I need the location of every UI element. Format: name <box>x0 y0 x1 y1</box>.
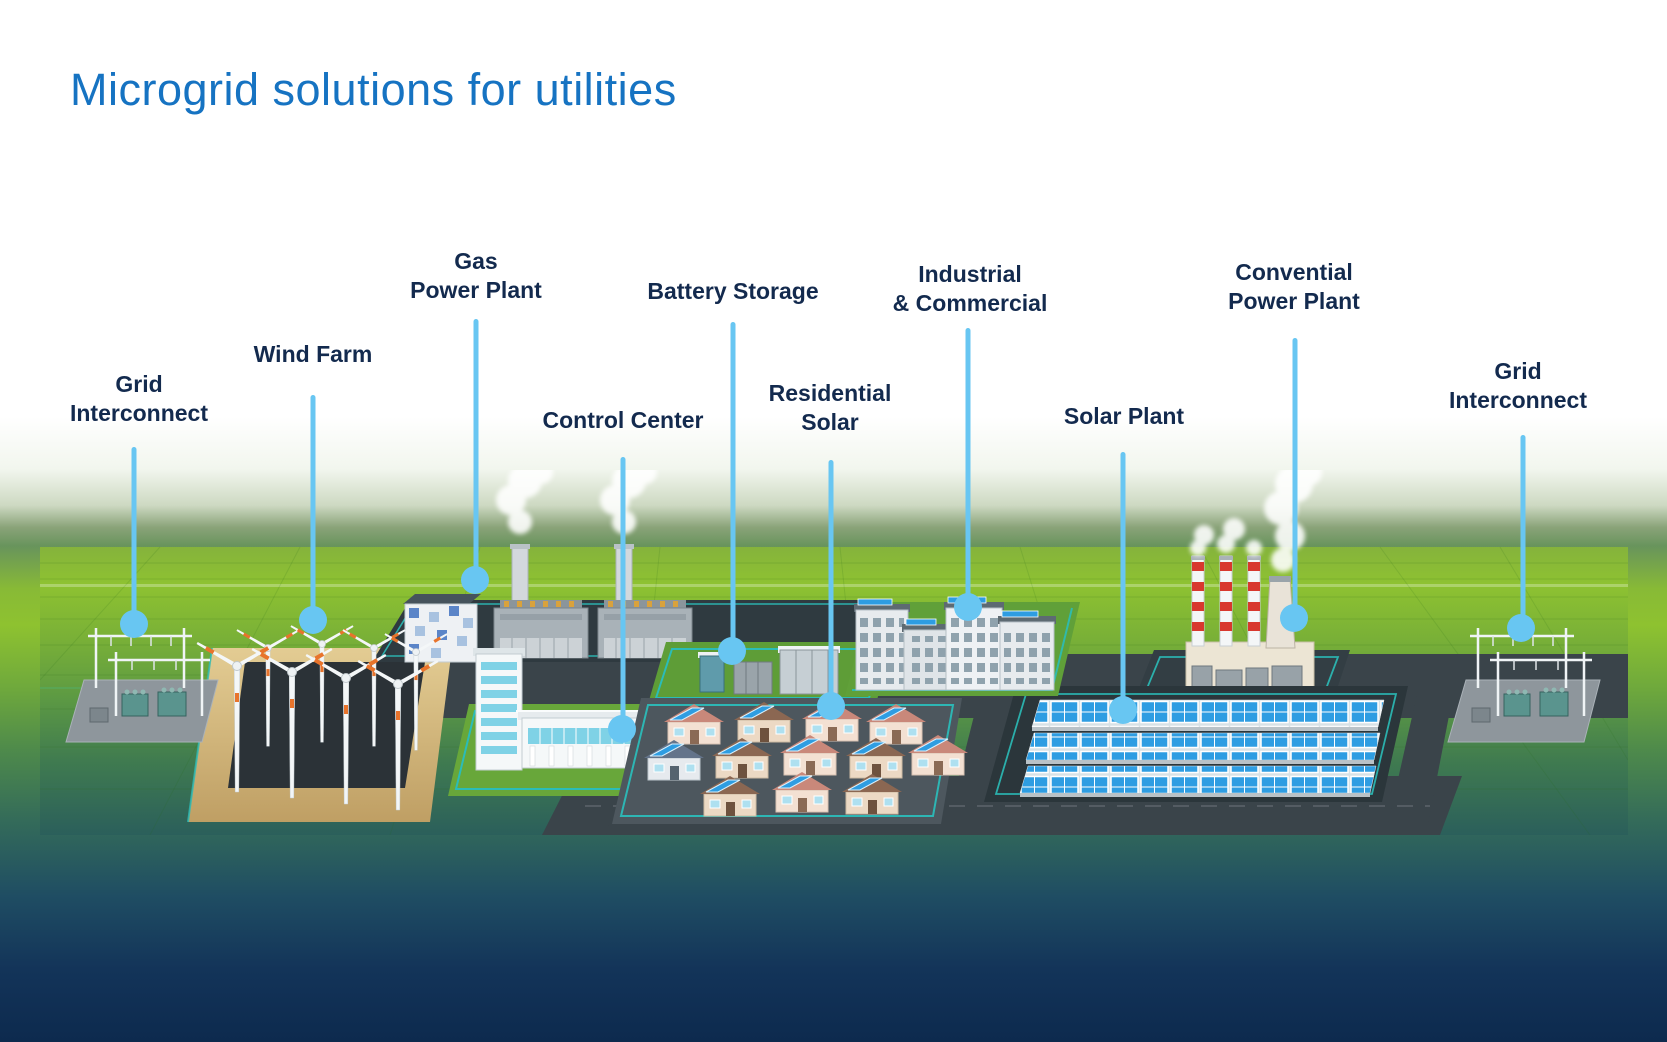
callout-line-convential-power-plant <box>1292 338 1298 618</box>
callout-dot-control-center[interactable] <box>608 715 636 743</box>
callout-dot-industrial-commercial[interactable] <box>954 593 982 621</box>
callout-line-industrial-commercial <box>965 328 971 607</box>
callout-label-gas-power-plant: Gas Power Plant <box>410 248 542 303</box>
callout-dot-gas-power-plant[interactable] <box>461 566 489 594</box>
callout-label-industrial-commercial: Industrial & Commercial <box>892 261 1048 316</box>
callout-line-wind-farm <box>310 395 316 620</box>
callout-line-grid-interconnect-left <box>131 447 137 624</box>
callout-line-battery-storage <box>730 322 736 651</box>
callout-line-residential-solar <box>828 460 834 706</box>
callout-label-grid-interconnect-left: Grid Interconnect <box>69 371 209 426</box>
page-title: Microgrid solutions for utilities <box>70 64 677 115</box>
callout-dot-convential-power-plant[interactable] <box>1280 604 1308 632</box>
callout-dot-residential-solar[interactable] <box>817 692 845 720</box>
callout-label-grid-interconnect-right: Grid Interconnect <box>1448 358 1588 413</box>
callout-dot-solar-plant[interactable] <box>1109 696 1137 724</box>
callout-line-control-center <box>620 457 626 729</box>
callout-label-wind-farm: Wind Farm <box>253 341 373 367</box>
callout-line-gas-power-plant <box>473 319 479 580</box>
callout-dot-grid-interconnect-left[interactable] <box>120 610 148 638</box>
callout-label-control-center: Control Center <box>542 407 704 433</box>
callout-line-grid-interconnect-right <box>1520 435 1526 628</box>
industrial-commercial-illustration <box>845 596 1080 696</box>
callout-label-battery-storage: Battery Storage <box>647 278 819 304</box>
solar-plant-illustration <box>984 686 1408 802</box>
callout-dot-battery-storage[interactable] <box>718 637 746 665</box>
microgrid-scene <box>40 470 1628 835</box>
callout-dot-wind-farm[interactable] <box>299 606 327 634</box>
residential-solar-illustration <box>612 698 969 824</box>
callout-dot-grid-interconnect-right[interactable] <box>1507 614 1535 642</box>
callout-label-residential-solar: Residential Solar <box>768 380 892 435</box>
callout-line-solar-plant <box>1120 452 1126 710</box>
callout-label-convential-power-plant: Convential Power Plant <box>1228 259 1360 314</box>
control-center-illustration <box>448 648 652 796</box>
smoke-plumes <box>496 470 1322 572</box>
callout-label-solar-plant: Solar Plant <box>1063 403 1185 429</box>
